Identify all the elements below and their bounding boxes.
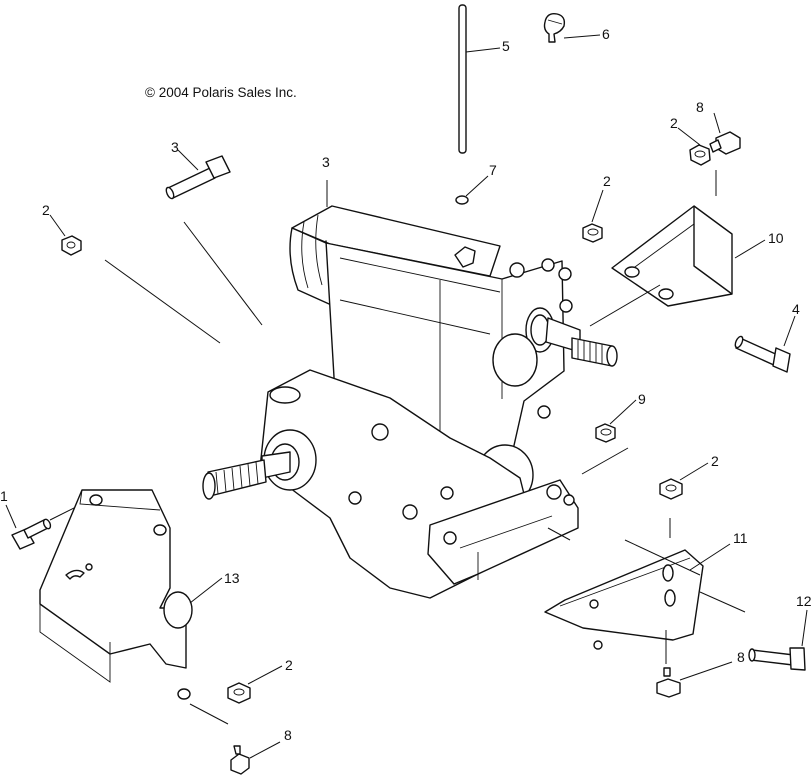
part-6-clip	[543, 12, 566, 43]
part-5-rod	[458, 4, 467, 154]
callout-4: 3	[322, 154, 330, 170]
callout-12: 12	[796, 593, 811, 609]
callout-1: 1	[0, 488, 8, 504]
part-4-transmission	[202, 205, 618, 599]
part-10-nut	[595, 423, 616, 443]
part-8-bolt-lowerright	[656, 667, 681, 698]
callout-2c: 2	[670, 115, 678, 131]
part-2-nut-left	[61, 235, 82, 256]
part-8-bolt-bottom	[230, 745, 250, 775]
callout-2d: 2	[711, 453, 719, 469]
callout-8c: 8	[284, 727, 292, 743]
callout-2e: 2	[285, 657, 293, 673]
callout-6: 6	[602, 26, 610, 42]
callout-3b: 4	[792, 301, 800, 317]
callout-8a: 8	[696, 99, 704, 115]
callout-5: 5	[502, 38, 510, 54]
copyright-text: © 2004 Polaris Sales Inc.	[145, 85, 297, 100]
part-2-nut-center	[582, 223, 603, 243]
callout-13: 13	[224, 570, 240, 586]
part-11-bracket	[544, 549, 704, 650]
callout-2a: 2	[42, 202, 50, 218]
callout-2b: 2	[603, 173, 611, 189]
part-7-plug	[455, 195, 469, 205]
part-3-bolt-right	[734, 335, 791, 373]
callout-9: 10	[768, 230, 784, 246]
part-2-nut-right	[659, 478, 683, 500]
callout-11: 11	[733, 530, 748, 546]
part-2-nut-bottom	[227, 682, 251, 704]
part-8-bolt-topright	[709, 131, 741, 155]
callout-7: 7	[489, 162, 497, 178]
part-1-bolt	[11, 518, 52, 550]
callout-10: 9	[638, 391, 646, 407]
part-12-bolt	[748, 647, 806, 671]
callout-3a: 3	[171, 139, 179, 155]
callout-8b: 8	[737, 649, 745, 665]
part-2-nut-topright	[689, 144, 711, 166]
part-9-bracket	[611, 205, 733, 307]
part-3-bolt-left	[165, 155, 231, 200]
part-13-bracket	[39, 489, 193, 700]
